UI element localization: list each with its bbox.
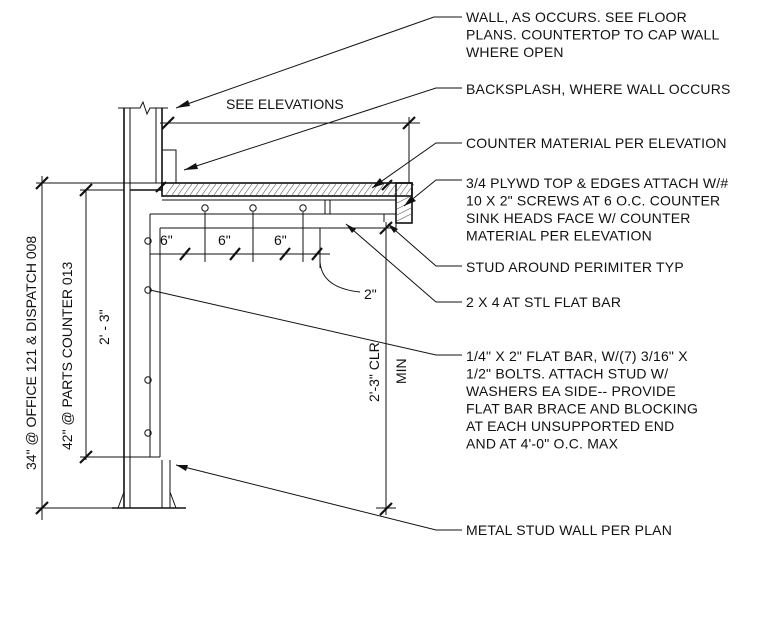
countertop-hatch-line — [381, 183, 391, 196]
countertop-hatch-line — [285, 183, 295, 196]
countertop-hatch-line — [399, 183, 409, 196]
callout-note-line: AT EACH UNSUPPORTED END — [466, 418, 674, 434]
countertop-hatch-line — [165, 183, 175, 196]
callout-note: METAL STUD WALL PER PLAN — [466, 522, 672, 538]
countertop-hatch-line — [261, 183, 271, 196]
countertop-hatch-line — [255, 183, 265, 196]
callout-note-line: FLAT BAR BRACE AND BLOCKING — [466, 401, 698, 417]
countertop-hatch-line — [243, 183, 253, 196]
metal-stud-wall — [112, 100, 186, 509]
countertop-hatch-line — [309, 183, 319, 196]
callout-note: WALL, AS OCCURS. SEE FLOOR PLANS. COUNTER… — [466, 9, 719, 60]
offset-label: 2" — [364, 286, 377, 302]
countertop-hatch-line — [231, 183, 241, 196]
countertop-hatch-line — [333, 183, 343, 196]
callout-note-line: WHERE OPEN — [466, 44, 564, 60]
callout-note-line: SINK HEADS FACE W/ COUNTER — [466, 210, 691, 226]
countertop-hatch-line — [183, 183, 193, 196]
dimension-lines — [35, 116, 420, 520]
callout-note-line: 1/2" BOLTS. ATTACH STUD W/ — [466, 366, 668, 382]
countertop-hatch-line — [171, 183, 181, 196]
countertop-hatch-line — [267, 183, 277, 196]
countertop-hatch-line — [357, 183, 367, 196]
callout-note-line: 3/4 PLYWD TOP & EDGES ATTACH W/# — [466, 175, 728, 191]
countertop-hatch-line — [363, 183, 373, 196]
countertop-hatch-line — [201, 183, 211, 196]
countertop-hatch-line — [279, 183, 289, 196]
callout-note-line: WALL, AS OCCURS. SEE FLOOR — [466, 9, 687, 25]
callout-note-line: MATERIAL PER ELEVATION — [466, 228, 652, 244]
callout-note-line: PLANS. COUNTERTOP TO CAP WALL — [466, 27, 719, 43]
height-parts-label: 42" @ PARTS COUNTER 013 — [59, 262, 75, 450]
spacing-label-3: 6" — [274, 232, 287, 248]
countertop-hatch-line — [207, 183, 217, 196]
callout-notes: WALL, AS OCCURS. SEE FLOOR PLANS. COUNTER… — [466, 9, 731, 538]
countertop-hatch-line — [303, 183, 313, 196]
callout-note-line: COUNTER MATERIAL PER ELEVATION — [466, 135, 727, 151]
spacing-label-1: 6" — [160, 232, 173, 248]
callout-note-line: AND AT 4'-0" O.C. MAX — [466, 436, 619, 452]
callout-note-line: 2 X 4 AT STL FLAT BAR — [466, 294, 621, 310]
edge-hatch-line — [396, 207, 412, 216]
countertop-hatch-line — [345, 183, 355, 196]
callout-note: 2 X 4 AT STL FLAT BAR — [466, 294, 621, 310]
bar-length-label: 2' - 3" — [96, 309, 112, 345]
callout-note-line: METAL STUD WALL PER PLAN — [466, 522, 672, 538]
callout-note-line: BACKSPLASH, WHERE WALL OCCURS — [466, 81, 731, 97]
countertop — [150, 182, 415, 224]
countertop-hatch-line — [321, 183, 331, 196]
callout-note-line: WASHERS EA SIDE-- PROVIDE — [466, 383, 676, 399]
countertop-hatch-line — [339, 183, 349, 196]
countertop-hatch-line — [297, 183, 307, 196]
backsplash — [161, 149, 177, 184]
callout-note: 3/4 PLYWD TOP & EDGES ATTACH W/# 10 X 2" … — [466, 175, 728, 244]
callout-note: STUD AROUND PERIMITER TYP — [466, 259, 684, 275]
countertop-hatch-line — [225, 183, 235, 196]
flat-bar-bracket — [144, 204, 397, 458]
countertop-hatch-line — [291, 183, 301, 196]
edge-hatch-line — [396, 213, 412, 222]
callout-note-line: STUD AROUND PERIMITER TYP — [466, 259, 684, 275]
countertop-hatch-line — [249, 183, 259, 196]
see-elevations-label: SEE ELEVATIONS — [226, 96, 344, 112]
callout-note: 1/4" X 2" FLAT BAR, W/(7) 3/16" X 1/2" BO… — [466, 348, 698, 452]
callout-note: BACKSPLASH, WHERE WALL OCCURS — [466, 81, 731, 97]
spacing-label-2: 6" — [218, 232, 231, 248]
callout-note: COUNTER MATERIAL PER ELEVATION — [466, 135, 727, 151]
callout-note-line: 1/4" X 2" FLAT BAR, W/(7) 3/16" X — [466, 348, 688, 364]
countertop-hatch-line — [237, 183, 247, 196]
clear-height-label: 2'-3" CLR — [366, 342, 382, 402]
callout-note-line: 10 X 2" SCREWS AT 6 O.C. COUNTER — [466, 193, 720, 209]
countertop-hatch-line — [387, 183, 397, 196]
countertop-hatch-line — [213, 183, 223, 196]
countertop-hatch-line — [219, 183, 229, 196]
height-office-label: 34" @ OFFICE 121 & DISPATCH 008 — [23, 236, 39, 470]
countertop-hatch-line — [315, 183, 325, 196]
countertop-hatch-line — [327, 183, 337, 196]
countertop-hatch-line — [351, 183, 361, 196]
countertop-hatch-line — [405, 183, 415, 196]
leader-lines — [149, 16, 462, 531]
countertop-hatch-line — [393, 183, 403, 196]
countertop-hatch-line — [375, 183, 385, 196]
countertop-hatch-line — [177, 183, 187, 196]
min-label: MIN — [393, 358, 409, 384]
countertop-hatch-line — [273, 183, 283, 196]
edge-hatch-line — [396, 195, 412, 204]
countertop-hatch-line — [195, 183, 205, 196]
countertop-hatch-line — [189, 183, 199, 196]
